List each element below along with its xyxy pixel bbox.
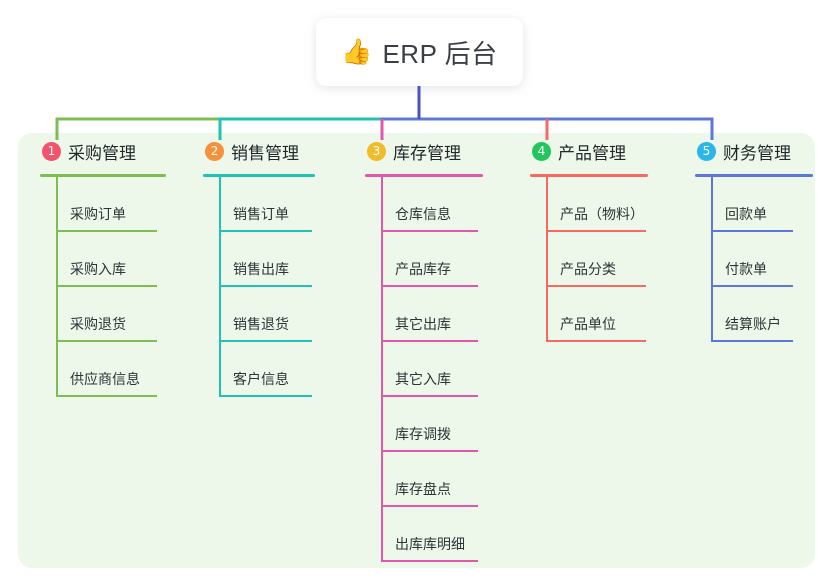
branch-number-badge: 1 <box>42 141 61 161</box>
leaf-item[interactable]: 销售退货 <box>219 287 312 342</box>
leaf-item-label: 回款单 <box>725 206 767 222</box>
leaf-item[interactable]: 库存盘点 <box>381 452 478 507</box>
leaf-item-label: 采购退货 <box>70 316 126 332</box>
leaf-item[interactable]: 采购订单 <box>56 177 157 232</box>
leaf-item-rule <box>219 285 312 287</box>
leaf-item-label: 客户信息 <box>233 371 289 387</box>
leaf-item[interactable]: 销售出库 <box>219 232 312 287</box>
branch-header-1[interactable]: 1 采购管理 <box>20 133 183 169</box>
branch-number-badge: 4 <box>532 141 551 161</box>
branch-number-badge: 2 <box>205 141 224 161</box>
branch-columns: 1 采购管理采购订单采购入库采购退货供应商信息 2 销售管理销售订单销售出库销售退货客… <box>0 133 839 568</box>
leaf-item-rule <box>56 395 157 397</box>
leaf-item-rule <box>219 230 312 232</box>
branch-header-rule <box>40 174 166 177</box>
branch-title: 财务管理 <box>723 143 791 163</box>
leaf-item-rule <box>56 230 157 232</box>
leaf-item[interactable]: 库存调拨 <box>381 397 478 452</box>
leaf-item-rule <box>56 340 157 342</box>
branch-header-rule <box>695 174 813 177</box>
leaf-item-rule <box>381 450 478 452</box>
branch-column-2: 2 销售管理销售订单销售出库销售退货客户信息 <box>183 133 345 397</box>
thumbs-up-icon: 👍 <box>341 37 373 66</box>
leaf-item-rule <box>546 340 646 342</box>
leaf-item-label: 出库库明细 <box>395 536 465 552</box>
branch-number-badge: 3 <box>367 141 386 161</box>
leaf-item[interactable]: 回款单 <box>711 177 793 232</box>
branch-title: 采购管理 <box>68 143 136 163</box>
leaf-item-rule <box>219 340 312 342</box>
branch-spine <box>56 177 58 397</box>
leaf-item-rule <box>381 560 478 562</box>
branch-number-badge: 5 <box>697 141 716 161</box>
leaf-item[interactable]: 销售订单 <box>219 177 312 232</box>
branch-spine <box>546 177 548 342</box>
leaf-item-label: 其它入库 <box>395 371 451 387</box>
branch-header-2[interactable]: 2 销售管理 <box>183 133 345 169</box>
leaf-item-rule <box>381 340 478 342</box>
leaf-item[interactable]: 供应商信息 <box>56 342 157 397</box>
leaf-item-label: 产品库存 <box>395 261 451 277</box>
content-panel <box>18 133 815 568</box>
leaf-item-rule <box>711 285 793 287</box>
branch-header-4[interactable]: 4 产品管理 <box>510 133 675 169</box>
leaf-item-rule <box>711 230 793 232</box>
leaf-item-label: 付款单 <box>725 261 767 277</box>
branch-spine <box>711 177 713 342</box>
branch-spine <box>219 177 221 397</box>
leaf-item[interactable]: 产品单位 <box>546 287 646 342</box>
branch-title: 销售管理 <box>231 143 299 163</box>
leaf-item[interactable]: 出库库明细 <box>381 507 478 562</box>
leaf-item-label: 产品分类 <box>560 261 616 277</box>
leaf-item-label: 产品（物料） <box>560 206 644 222</box>
leaf-item-rule <box>546 230 646 232</box>
leaf-item[interactable]: 产品库存 <box>381 232 478 287</box>
branch-title: 产品管理 <box>558 143 626 163</box>
leaf-item-label: 销售订单 <box>233 206 289 222</box>
branch-header-rule <box>203 174 315 177</box>
branch-header-rule <box>530 174 648 177</box>
leaf-item[interactable]: 结算账户 <box>711 287 793 342</box>
leaf-item-label: 其它出库 <box>395 316 451 332</box>
leaf-item[interactable]: 其它出库 <box>381 287 478 342</box>
leaf-item-label: 产品单位 <box>560 316 616 332</box>
leaf-item[interactable]: 仓库信息 <box>381 177 478 232</box>
leaf-item-label: 结算账户 <box>725 316 781 332</box>
leaf-item-label: 销售出库 <box>233 261 289 277</box>
leaf-item-label: 库存调拨 <box>395 426 451 442</box>
branch-header-rule <box>365 174 483 177</box>
branch-header-3[interactable]: 3 库存管理 <box>345 133 510 169</box>
leaf-item-rule <box>219 395 312 397</box>
root-node-card[interactable]: 👍 ERP 后台 <box>316 18 523 86</box>
leaf-item[interactable]: 付款单 <box>711 232 793 287</box>
branch-column-4: 4 产品管理产品（物料） 产品分类产品单位 <box>510 133 675 342</box>
leaf-item-label: 仓库信息 <box>395 206 451 222</box>
leaf-item-label: 采购订单 <box>70 206 126 222</box>
leaf-item-label: 采购入库 <box>70 261 126 277</box>
leaf-item-rule <box>56 285 157 287</box>
root-node-title: ERP 后台 <box>382 38 498 69</box>
leaf-item-rule <box>381 285 478 287</box>
leaf-item[interactable]: 采购退货 <box>56 287 157 342</box>
leaf-item[interactable]: 其它入库 <box>381 342 478 397</box>
leaf-item[interactable]: 产品（物料） <box>546 177 646 232</box>
branch-column-1: 1 采购管理采购订单采购入库采购退货供应商信息 <box>20 133 183 397</box>
branch-column-5: 5 财务管理回款单付款单结算账户 <box>675 133 839 342</box>
leaf-item-rule <box>381 395 478 397</box>
leaf-item[interactable]: 采购入库 <box>56 232 157 287</box>
branch-column-3: 3 库存管理仓库信息产品库存其它出库其它入库库存调拨库存盘点出库库明细 <box>345 133 510 562</box>
leaf-item-rule <box>381 505 478 507</box>
leaf-item-label: 销售退货 <box>233 316 289 332</box>
leaf-item-rule <box>381 230 478 232</box>
leaf-item-rule <box>711 340 793 342</box>
leaf-item-label: 供应商信息 <box>70 371 140 387</box>
leaf-item-rule <box>546 285 646 287</box>
branch-title: 库存管理 <box>393 143 461 163</box>
branch-spine <box>381 177 383 562</box>
leaf-item-label: 库存盘点 <box>395 481 451 497</box>
leaf-item[interactable]: 产品分类 <box>546 232 646 287</box>
leaf-item[interactable]: 客户信息 <box>219 342 312 397</box>
branch-header-5[interactable]: 5 财务管理 <box>675 133 839 169</box>
